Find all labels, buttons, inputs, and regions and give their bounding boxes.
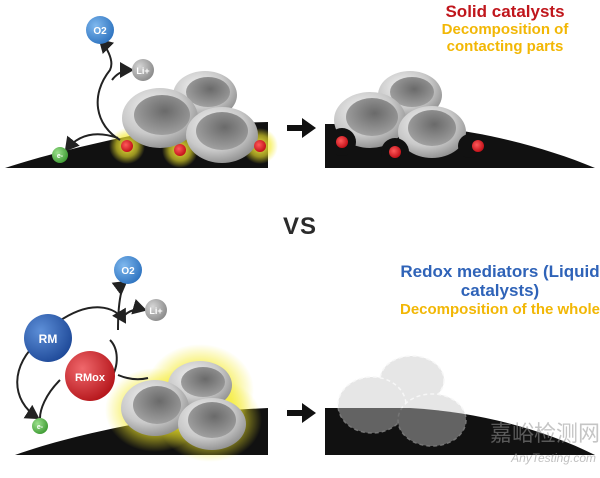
o2-molecule [86, 16, 114, 44]
bottom-left-panel: O2 Li+ RM RMox e- [15, 256, 268, 462]
redox-mediators-subtitle: Decomposition of the whole [400, 301, 600, 318]
catalyst-dot [389, 146, 401, 158]
catalyst-dot [121, 140, 133, 152]
ghost-particle-cluster [337, 355, 467, 447]
li-ion [145, 299, 167, 321]
transition-arrow-bottom [287, 403, 316, 423]
rm-molecule [24, 314, 72, 362]
electron-label: e- [57, 153, 64, 160]
electron [32, 418, 48, 434]
bottom-right-panel [325, 355, 595, 455]
o2-label: O2 [121, 266, 135, 277]
redox-mediators-title: Redox mediators (Liquid catalysts) [400, 262, 600, 301]
catalyst-dot [336, 136, 348, 148]
arrow-to-particles [117, 374, 149, 381]
arrow-cycle-top [57, 306, 127, 324]
particle-cluster-bottom-left [105, 344, 262, 462]
rmox-molecule [65, 351, 115, 401]
solid-catalysts-subtitle: Decomposition of contacting parts [441, 21, 569, 55]
li-ion [132, 59, 154, 81]
li-label: Li+ [136, 66, 149, 76]
rmox-label: RMox [75, 372, 106, 384]
arrow-to-o2 [111, 280, 128, 331]
top-right-panel [325, 71, 595, 168]
watermark-cn: 嘉峪检测网 [489, 421, 600, 446]
arrow-rmox-down [39, 379, 61, 419]
arrow-to-li [111, 62, 134, 81]
watermark-en: AnyTesting.com [511, 451, 596, 465]
electron [52, 147, 68, 163]
o2-molecule [114, 256, 142, 284]
electron-label: e- [37, 424, 44, 431]
catalyst-dot [174, 144, 186, 156]
catalyst-dot [254, 140, 266, 152]
li-label: Li+ [149, 306, 162, 316]
top-left-panel: O2 Li+ e- [5, 16, 278, 168]
arrow-to-o2 [96, 38, 121, 141]
substrate-bottom-right [325, 408, 595, 455]
arrow-to-electron [64, 133, 119, 152]
vs-label: VS [282, 213, 317, 240]
decomposed-void [458, 134, 482, 158]
arrow-to-li [121, 299, 147, 319]
transition-arrow-top [287, 118, 316, 138]
solid-catalysts-title: Solid catalysts [445, 2, 565, 21]
rm-label: RM [39, 332, 58, 346]
catalyst-dot [472, 140, 484, 152]
particle-cluster-top-left [122, 71, 258, 163]
o2-label: O2 [93, 26, 107, 37]
